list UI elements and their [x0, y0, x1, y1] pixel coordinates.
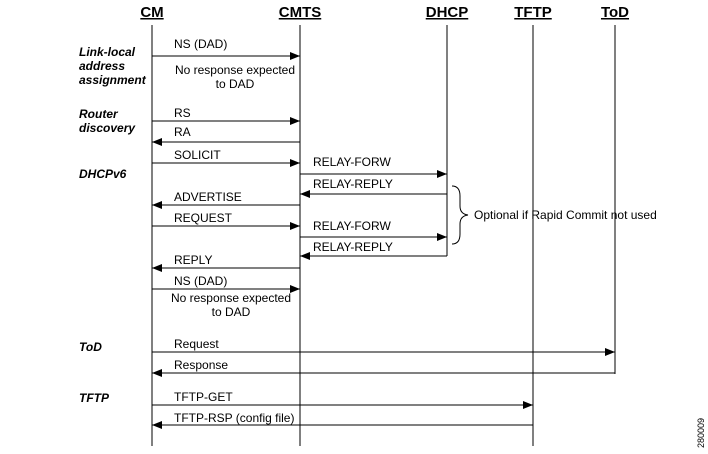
entity-tod: ToD: [601, 4, 629, 21]
phase-tod: ToD: [79, 340, 102, 354]
note-no-response-1: No response expected: [175, 63, 295, 77]
optional-brace: [451, 185, 469, 245]
note-no-response-2: No response expected: [171, 291, 291, 305]
msg-rs: RS: [174, 106, 191, 120]
msg-advertise: ADVERTISE: [174, 190, 242, 204]
phase-link-local-3: assignment: [79, 73, 147, 87]
figure-number: 280009: [696, 418, 706, 448]
entity-cmts: CMTS: [279, 4, 322, 21]
msg-tftp-rsp: TFTP-RSP (config file): [174, 411, 294, 425]
msg-request: REQUEST: [174, 211, 233, 225]
msg-tod-request: Request: [174, 337, 219, 351]
phase-dhcpv6: DHCPv6: [79, 167, 127, 181]
msg-reply: REPLY: [174, 253, 212, 267]
msg-ns-dad-2: NS (DAD): [174, 274, 227, 288]
note-no-response-2b: to DAD: [212, 305, 251, 319]
note-optional: Optional if Rapid Commit not used: [474, 208, 657, 222]
msg-ra: RA: [174, 125, 191, 139]
phase-tftp: TFTP: [79, 391, 110, 405]
msg-tftp-get: TFTP-GET: [174, 390, 233, 404]
msg-ns-dad-1: NS (DAD): [174, 37, 227, 51]
msg-relay-forw-1: RELAY-FORW: [313, 155, 391, 169]
msg-relay-reply-1: RELAY-REPLY: [313, 177, 393, 191]
entity-dhcp: DHCP: [426, 4, 469, 21]
msg-relay-forw-2: RELAY-FORW: [313, 219, 391, 233]
entity-cm: CM: [140, 4, 163, 21]
msg-solicit: SOLICIT: [174, 148, 221, 162]
phase-router-discovery: Router: [79, 107, 119, 121]
phase-link-local-2: address: [79, 59, 125, 73]
msg-tod-response: Response: [174, 358, 228, 372]
note-no-response-1b: to DAD: [216, 77, 255, 91]
phase-link-local: Link-local: [79, 45, 136, 59]
phase-router-discovery-2: discovery: [79, 121, 136, 135]
msg-relay-reply-2: RELAY-REPLY: [313, 240, 393, 254]
entity-tftp: TFTP: [514, 4, 552, 21]
